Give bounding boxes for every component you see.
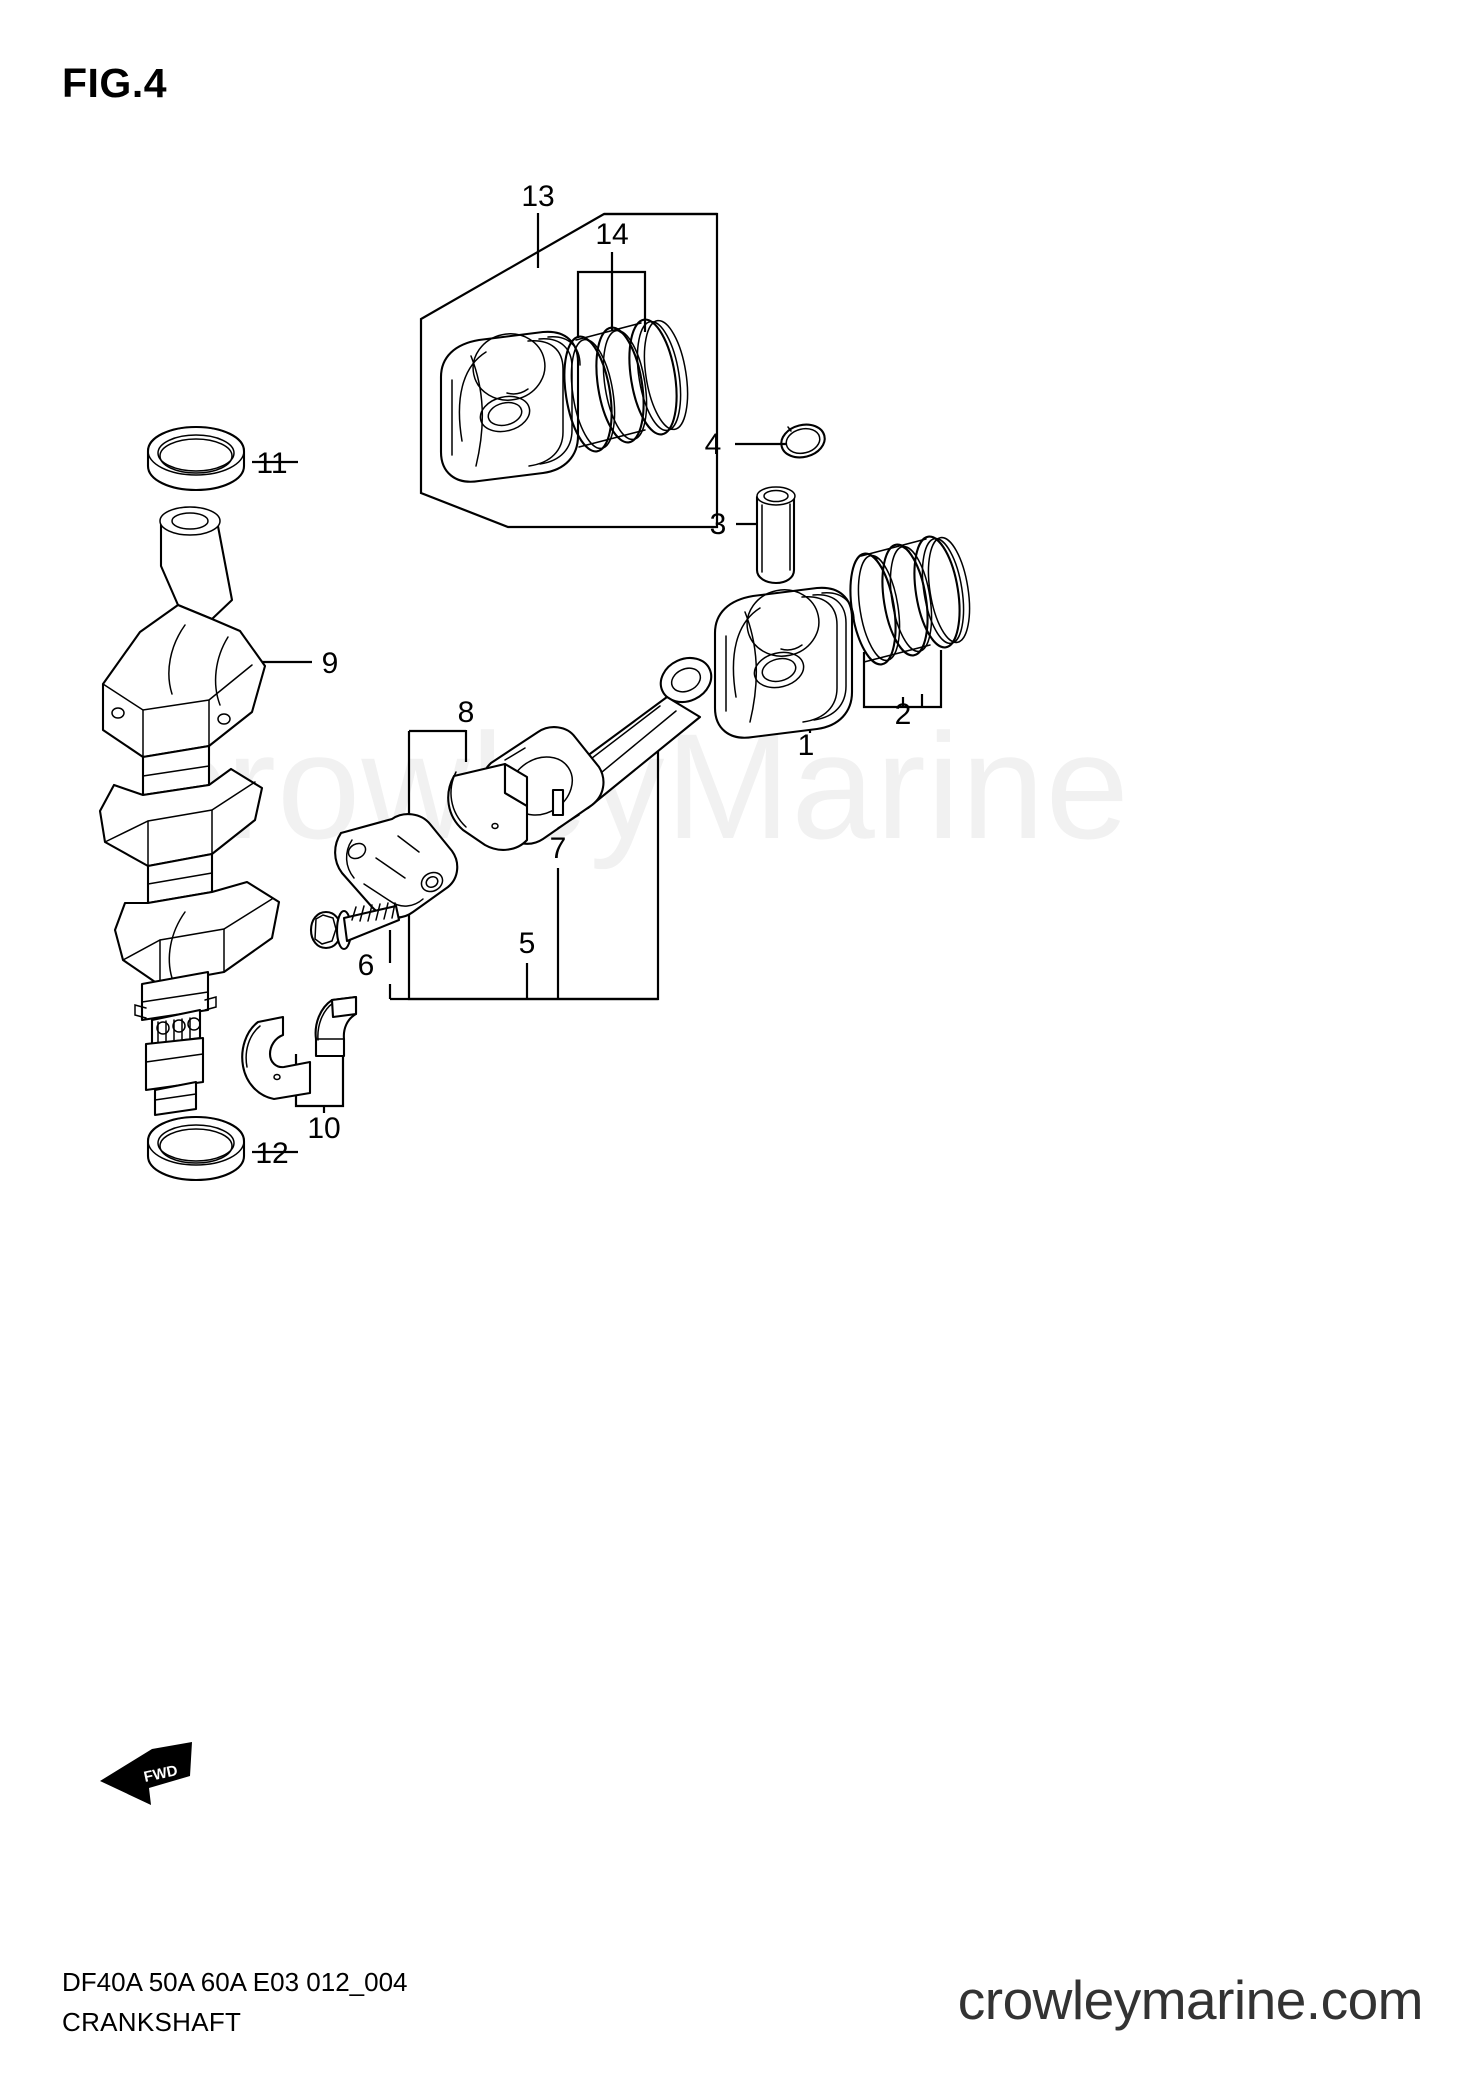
fwd-label: FWD (142, 1762, 179, 1786)
callout-2-bracket (862, 650, 943, 709)
part-4-circlip (735, 423, 826, 459)
part-8-rod-bearing (447, 762, 529, 851)
callout-label-14: 14 (595, 218, 628, 251)
part-1-piston (713, 586, 855, 739)
callout-14-bracket (576, 252, 647, 338)
callout-label-8: 8 (458, 696, 475, 729)
footer-model-info: DF40A 50A 60A E03 012_004 CRANKSHAFT (62, 1962, 408, 2043)
callout-label-6: 6 (358, 949, 375, 982)
part-9-crankshaft (98, 506, 281, 1117)
callout-label-5: 5 (519, 927, 536, 960)
callout-label-3: 3 (710, 508, 727, 541)
callout-13-bracket (419, 212, 719, 529)
callout-7-leader (551, 788, 565, 999)
page-title: FIG.4 (62, 60, 168, 106)
piston-top-assembly (439, 330, 581, 483)
part-6-bolt (309, 902, 401, 951)
part-3-piston-pin (736, 486, 796, 585)
callout-label-2: 2 (895, 698, 912, 731)
part-11-oil-seal (146, 425, 246, 492)
callout-label-7: 7 (550, 832, 567, 865)
callout-label-10: 10 (307, 1112, 340, 1145)
part-7-rod-cap (334, 813, 459, 919)
watermark-brand: crowleymarine.com (957, 1969, 1424, 2031)
callout-label-13: 13 (521, 180, 554, 213)
piston-ring-set-top (563, 318, 689, 453)
fwd-arrow-icon: FWD (100, 1742, 192, 1805)
callout-label-12: 12 (255, 1137, 288, 1170)
callout-label-4: 4 (705, 428, 722, 461)
callout-label-11: 11 (256, 447, 287, 480)
piston-ring-set-lower (849, 535, 971, 666)
part-12-oil-seal (146, 1115, 246, 1182)
model-code: DF40A 50A 60A E03 012_004 (62, 1967, 408, 1997)
callout-labels: 1 2 3 4 5 6 7 8 9 10 11 12 13 14 (255, 180, 911, 1170)
part-10-main-bearing-lower (241, 1015, 312, 1101)
callout-label-9: 9 (322, 647, 339, 680)
section-name: CRANKSHAFT (62, 2007, 242, 2038)
part-10-main-bearing-upper (314, 995, 358, 1058)
callout-label-1: 1 (798, 729, 815, 762)
